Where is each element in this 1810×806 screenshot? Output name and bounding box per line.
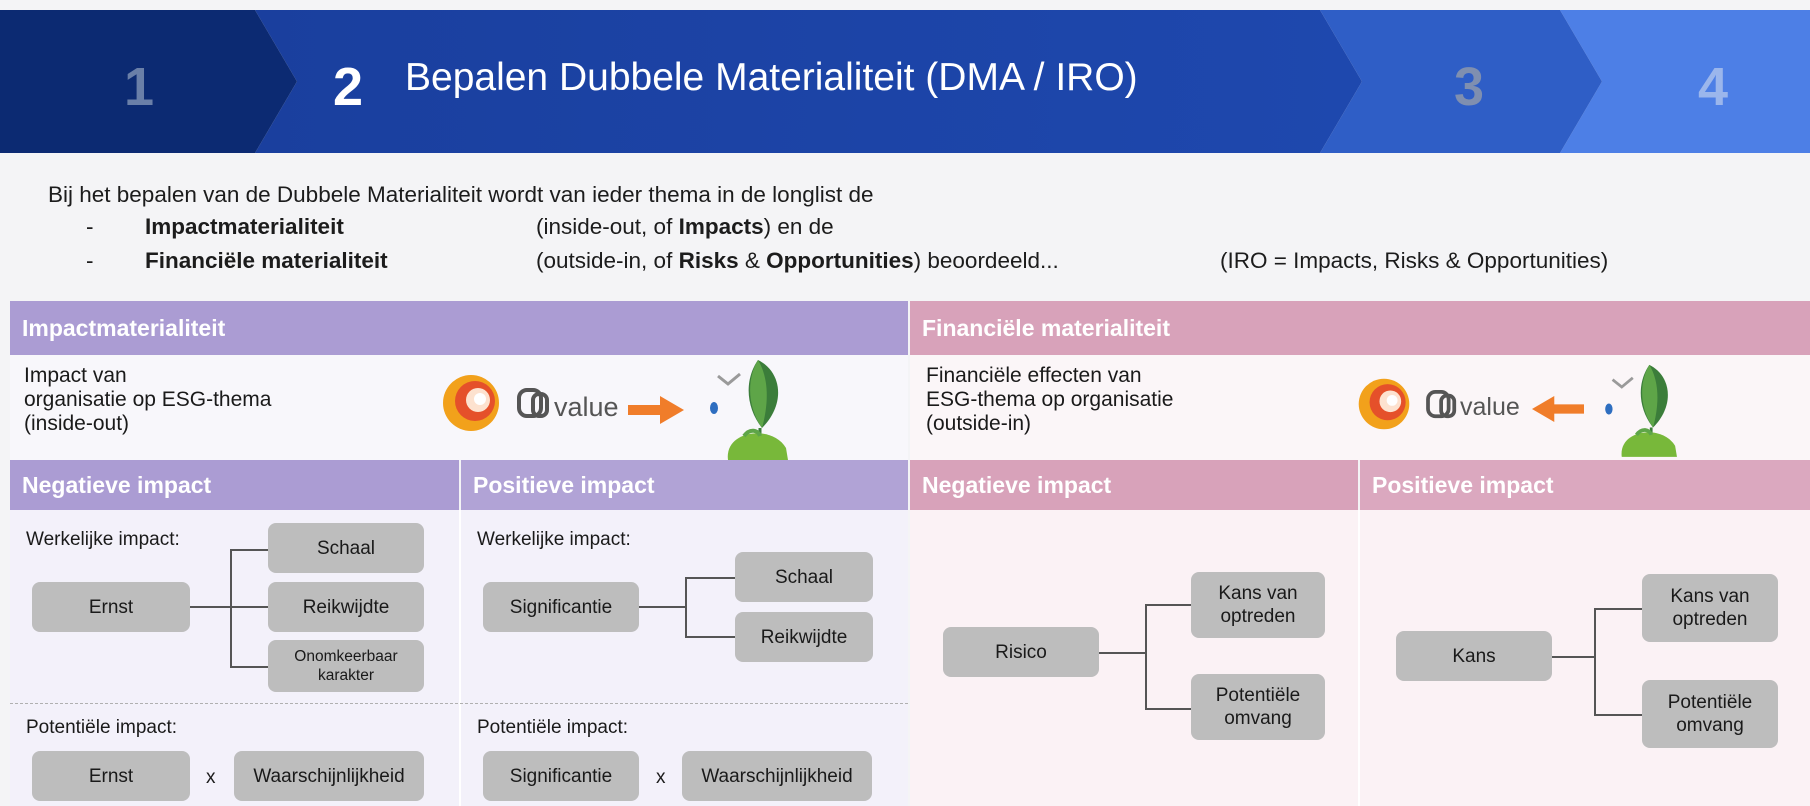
step-4-chevron[interactable]	[1560, 10, 1810, 153]
kans-van-optreden-box: Kans van optreden	[1191, 572, 1325, 638]
dashed-divider	[10, 703, 908, 704]
intro-line: Bij het bepalen van de Dubbele Materiali…	[48, 182, 874, 207]
ernst-potential-box: Ernst	[32, 751, 190, 801]
connector-line	[685, 636, 735, 638]
financial-negative-header: Negatieve impact	[910, 460, 1358, 510]
multiply-sign: x	[206, 767, 216, 788]
multiply-sign: x	[656, 767, 666, 788]
bullet-dash: -	[86, 248, 94, 273]
connector-line	[685, 577, 687, 637]
step-2-number: 2	[333, 57, 364, 117]
financial-positive-header: Positieve impact	[1360, 460, 1810, 510]
ernst-box: Ernst	[32, 582, 190, 632]
connector-line	[230, 606, 268, 608]
arrow-left-icon	[1532, 396, 1584, 422]
intro-item-financial-label: Financiële materialiteit	[145, 248, 388, 273]
plant-icon	[1605, 364, 1677, 457]
connector-line	[1099, 652, 1145, 654]
reikwijdte-box: Reikwijdte	[268, 582, 424, 632]
step-2-chevron[interactable]	[255, 10, 1362, 153]
connector-line	[230, 549, 232, 666]
connector-line	[1145, 604, 1147, 708]
significantie-potential-box: Significantie	[483, 751, 639, 801]
step-4-number: 4	[1698, 57, 1729, 117]
step-3-number: 3	[1454, 57, 1485, 117]
connector-line	[1594, 608, 1642, 610]
schaal-box: Schaal	[735, 552, 873, 602]
potential-impact-label: Potentiële impact:	[26, 717, 178, 738]
intro-item-impact-label: Impactmaterialiteit	[145, 214, 344, 239]
financial-section-title: Financiële materialiteit	[922, 314, 1170, 341]
connector-line	[1594, 714, 1642, 716]
bullet-dash: -	[86, 214, 94, 239]
connector-line	[190, 606, 230, 608]
header-banner	[0, 10, 1810, 153]
value-logo-text: value	[1460, 393, 1520, 421]
panel-divider	[459, 510, 461, 806]
step-3-chevron[interactable]	[1320, 10, 1602, 153]
waarschijnlijkheid-box: Waarschijnlijkheid	[682, 751, 872, 801]
reikwijdte-box: Reikwijdte	[735, 612, 873, 662]
ring-logo-icon	[443, 375, 499, 431]
connector-line	[1145, 708, 1191, 710]
panel-divider	[1358, 510, 1360, 806]
kans-box: Kans	[1396, 631, 1552, 681]
impact-positive-header: Positieve impact	[461, 460, 908, 510]
value-logo-text: value	[554, 392, 619, 422]
connector-line	[230, 666, 268, 668]
actual-impact-label: Werkelijke impact:	[26, 529, 180, 550]
potentiele-omvang-box: Potentiële omvang	[1642, 680, 1778, 748]
connector-line	[1145, 604, 1191, 606]
intro-item-impact-text: (inside-out, of Impacts) en de	[536, 214, 834, 239]
waarschijnlijkheid-box: Waarschijnlijkheid	[234, 751, 424, 801]
plant-icon	[710, 360, 788, 460]
potentiele-omvang-box: Potentiële omvang	[1191, 674, 1325, 740]
iro-note: (IRO = Impacts, Risks & Opportunities)	[1220, 248, 1609, 273]
connector-line	[685, 577, 735, 579]
significantie-box: Significantie	[483, 582, 639, 632]
q-logo-icon	[517, 388, 549, 418]
intro-item-financial-text: (outside-in, of Risks & Opportunities) b…	[536, 248, 1059, 273]
impact-section-title: Impactmaterialiteit	[22, 314, 226, 341]
impact-description: Impact van organisatie op ESG-thema (ins…	[24, 364, 272, 435]
impact-section-header: Impactmaterialiteit	[10, 301, 908, 355]
arrow-right-icon	[628, 396, 684, 424]
connector-line	[230, 549, 268, 551]
connector-line	[639, 606, 685, 608]
step-1-chevron[interactable]	[0, 10, 297, 153]
step-1-number: 1	[124, 57, 155, 117]
impact-negative-header: Negatieve impact	[10, 460, 459, 510]
ring-logo-icon	[1358, 378, 1410, 430]
onomkeerbaar-box: Onomkeerbaar karakter	[268, 640, 424, 692]
actual-impact-label: Werkelijke impact:	[477, 529, 631, 550]
connector-line	[1552, 656, 1594, 658]
risico-box: Risico	[943, 627, 1099, 677]
financial-section-header: Financiële materialiteit	[910, 301, 1810, 355]
page-title: Bepalen Dubbele Materialiteit (DMA / IRO…	[405, 56, 1138, 99]
q-logo-icon	[1426, 390, 1457, 419]
schaal-box: Schaal	[268, 523, 424, 573]
financial-description: Financiële effecten van ESG-thema op org…	[926, 364, 1174, 435]
potential-impact-label: Potentiële impact:	[477, 717, 629, 738]
connector-line	[1594, 608, 1596, 714]
kans-van-optreden-box: Kans van optreden	[1642, 574, 1778, 642]
